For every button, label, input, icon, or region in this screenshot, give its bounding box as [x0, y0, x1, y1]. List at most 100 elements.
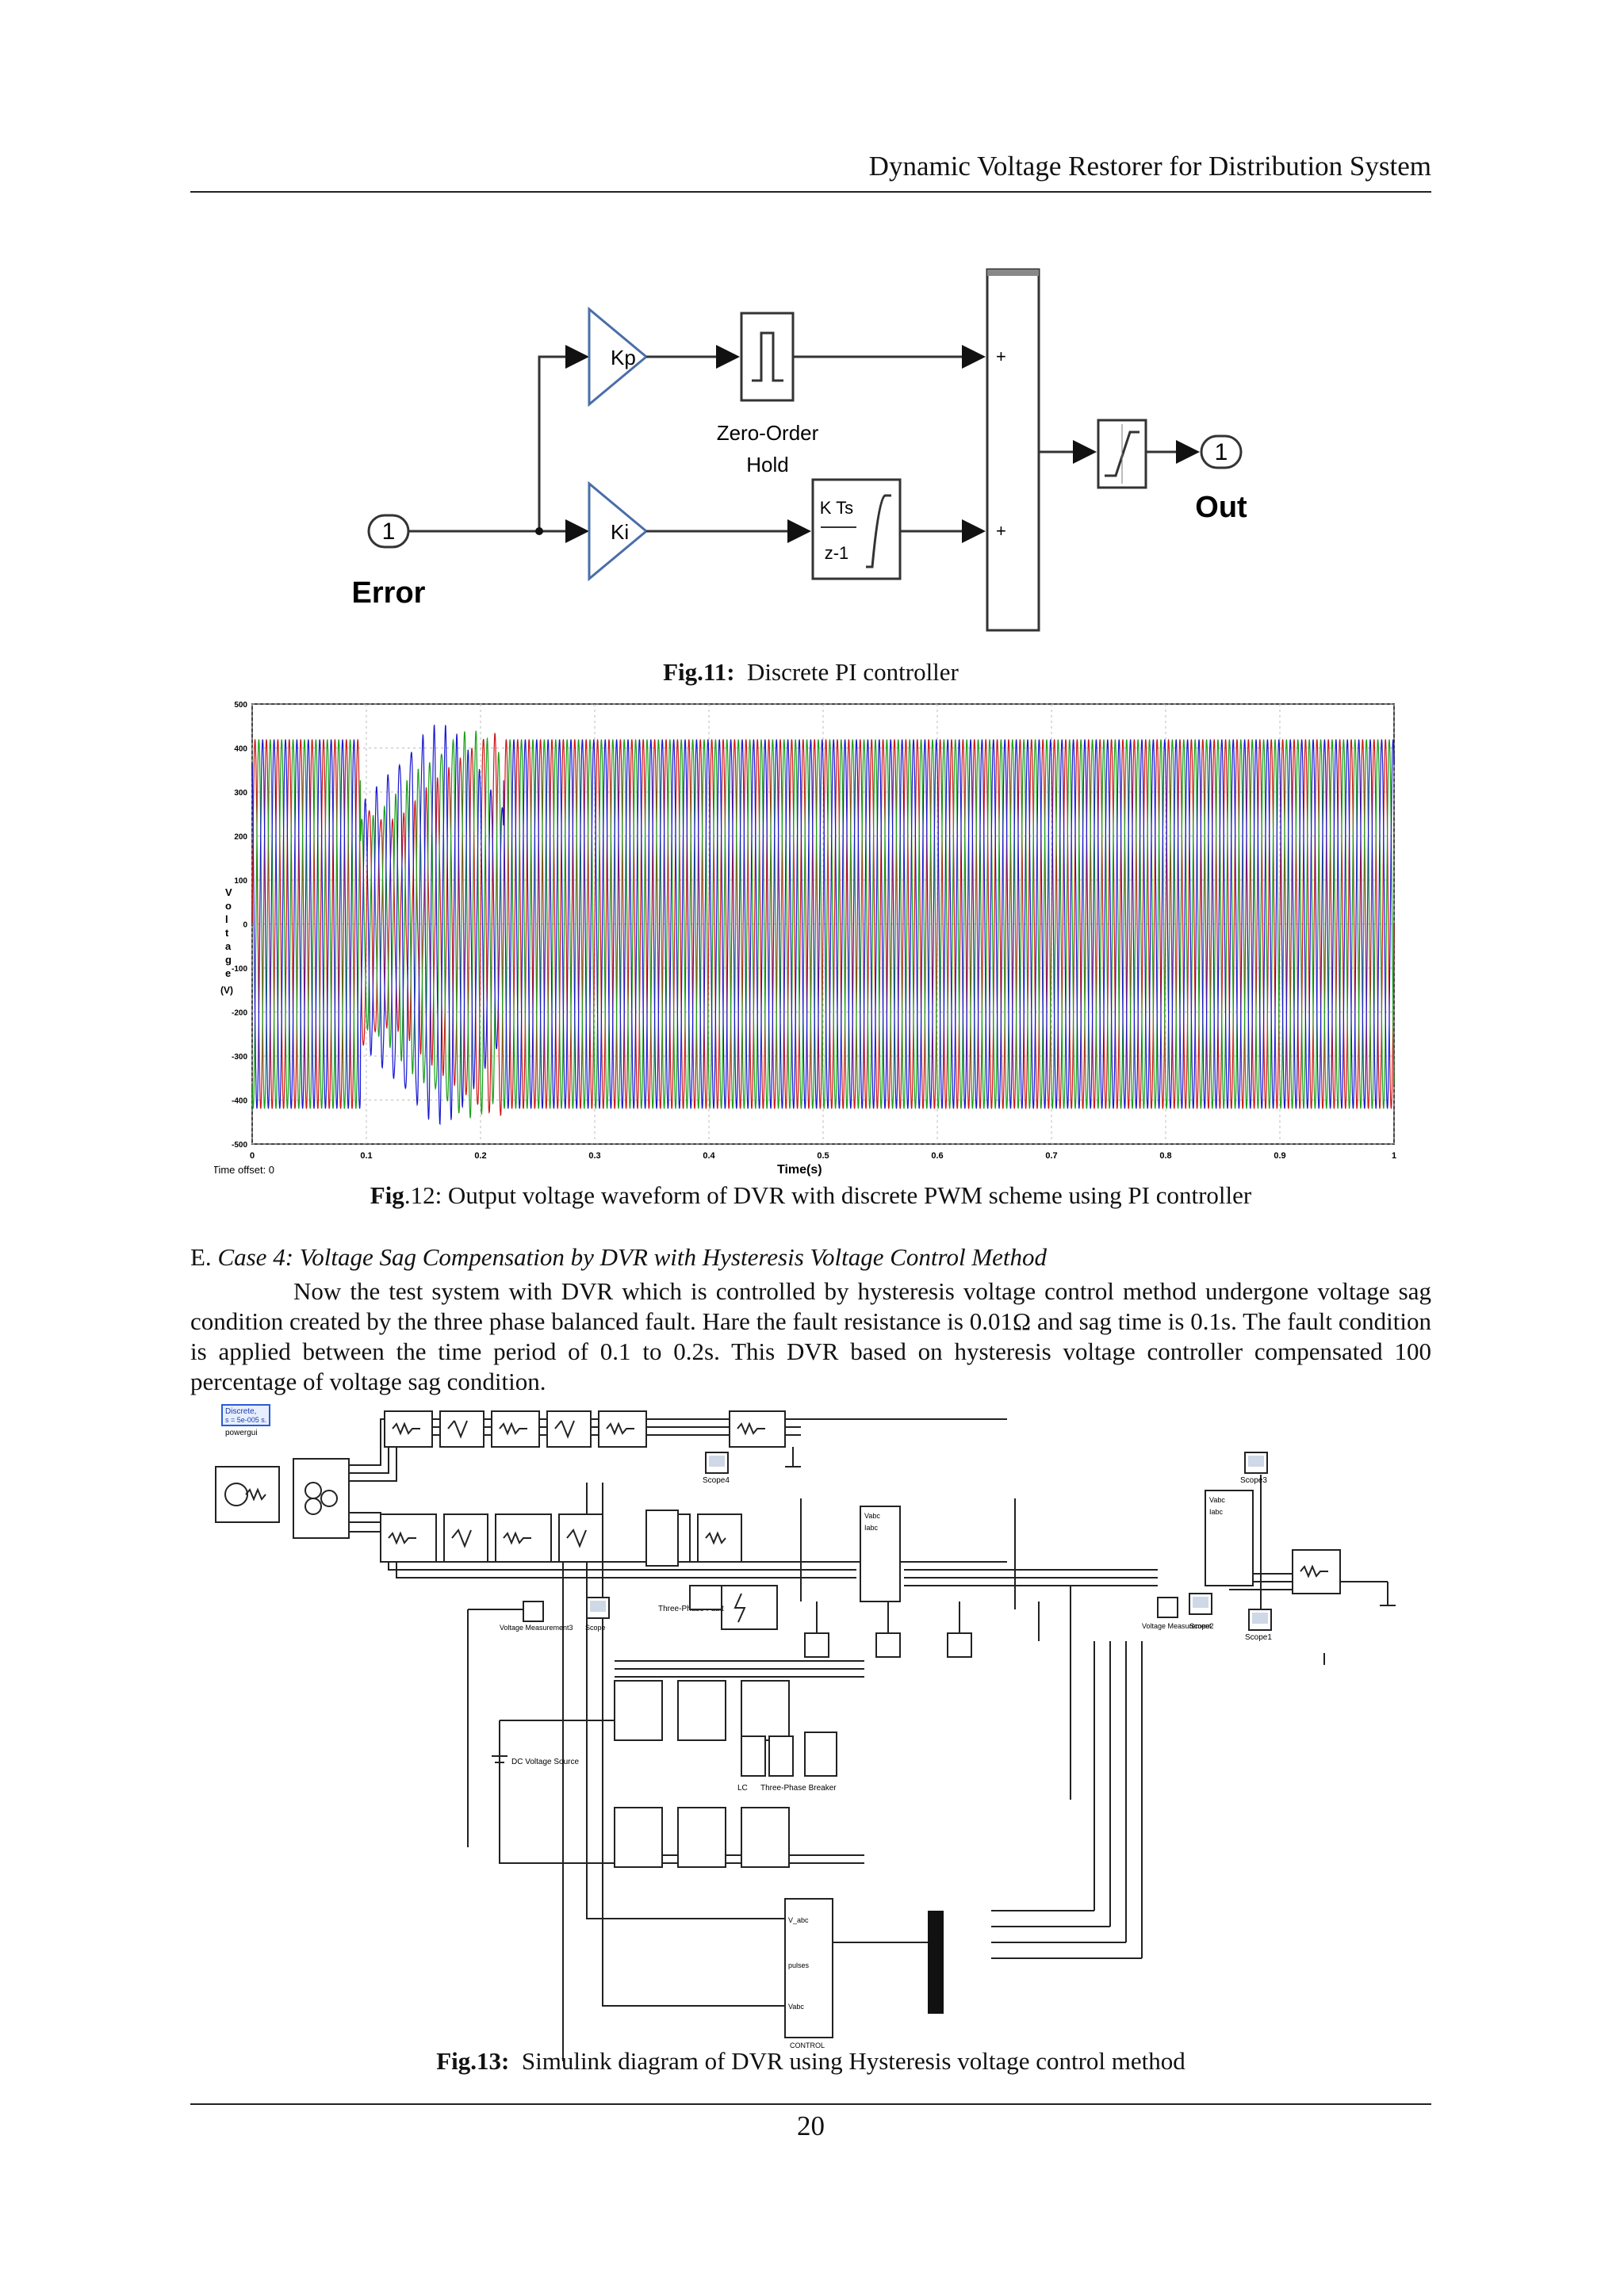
y-tick-label: -500 [232, 1141, 247, 1150]
error-inport: 1 [367, 514, 410, 549]
scope-block: Scope [585, 1597, 610, 1632]
svg-text:Iabc: Iabc [864, 1524, 879, 1532]
error-label: Error [352, 576, 426, 610]
voltage-measurement-block: Voltage Measurement [1142, 1597, 1212, 1630]
svg-text:+: + [996, 346, 1006, 366]
running-header: Dynamic Voltage Restorer for Distributio… [868, 151, 1431, 182]
svg-text:e: e [225, 967, 231, 979]
mux-bar [928, 1911, 944, 2014]
svg-text:Voltage Measurement3: Voltage Measurement3 [500, 1624, 573, 1632]
svg-text:s = 5e-005 s.: s = 5e-005 s. [225, 1416, 266, 1424]
y-tick-label: -300 [232, 1053, 247, 1062]
svg-text:1: 1 [1215, 439, 1228, 465]
svg-text:Iabc: Iabc [1209, 1508, 1224, 1516]
out-outport: 1 [1200, 434, 1243, 469]
three-phase-breaker-block: Three-Phase Breaker [760, 1732, 837, 1793]
fig13-caption: Fig.13: Simulink diagram of DVR using Hy… [436, 2047, 1185, 2075]
line-impedance-lower [380, 1513, 742, 1563]
svg-text:t: t [225, 927, 229, 939]
three-phase-fault-block: Three-Phase Fault [658, 1585, 778, 1630]
vi-measurement-right: Vabc Iabc [1205, 1490, 1254, 1586]
x-tick-label: 0.3 [588, 1151, 600, 1161]
y-tick-label: 300 [234, 789, 247, 798]
scope3-block: Scope3 [1240, 1452, 1268, 1485]
voltage-measurement3-block: Voltage Measurement3 [500, 1601, 573, 1632]
svg-text:Scope3: Scope3 [1240, 1476, 1267, 1485]
kp-gain: Kp [588, 306, 649, 408]
vi-measurement-left: Vabc Iabc [645, 1506, 901, 1602]
scope2-block: Scope2 [1189, 1593, 1214, 1630]
svg-text:g: g [225, 954, 232, 966]
phase-c-trace [251, 725, 1395, 1126]
x-tick-label: 0.7 [1045, 1151, 1057, 1161]
svg-text:l: l [225, 913, 228, 925]
ki-gain: Ki [588, 480, 649, 582]
zoh-label-2: Hold [746, 453, 788, 476]
x-axis-label: Time(s) [777, 1163, 822, 1177]
zero-order-hold-block [740, 312, 795, 402]
svg-text:LC: LC [737, 1784, 748, 1793]
y-tick-label: -100 [232, 965, 247, 974]
scope1-block: Scope1 [1245, 1609, 1272, 1642]
scope4-block: Scope4 [703, 1452, 730, 1485]
x-tick-label: 0.5 [817, 1151, 829, 1161]
svg-text:o: o [225, 900, 232, 912]
saturation-block [1097, 419, 1147, 489]
svg-text:1: 1 [382, 519, 396, 545]
svg-text:Vabc: Vabc [788, 2003, 804, 2011]
load-block [1292, 1549, 1396, 1606]
svg-text:V: V [225, 886, 232, 898]
time-offset-label: Time offset: 0 [214, 1164, 274, 1176]
x-tick-label: 0.9 [1274, 1151, 1285, 1161]
fig12-chart: 0 0.1 0.2 0.3 0.4 0.5 0.6 0.7 0.8 0.9 1 500 400 300 20… [214, 701, 1396, 1177]
dc-voltage-source-block: DC Voltage Source [492, 1755, 579, 1766]
svg-text:CONTROL: CONTROL [790, 2042, 825, 2049]
svg-text:V_abc: V_abc [788, 1916, 809, 1924]
svg-text:Scope2: Scope2 [1189, 1622, 1214, 1630]
y-tick-label: 0 [243, 921, 247, 930]
y-tick-label: 400 [234, 745, 247, 754]
page-number: 20 [797, 2110, 825, 2141]
transformer-block [293, 1458, 350, 1539]
x-tick-label: 1 [1392, 1151, 1396, 1161]
svg-text:Voltage Measurement: Voltage Measurement [1142, 1622, 1212, 1630]
inverter-upper [614, 1680, 790, 1741]
footer-rule [190, 2103, 1431, 2105]
x-tick-label: 0.4 [703, 1151, 715, 1161]
fig11-diagram: 1 Error Kp Ki Zero-Order Hold K Ts z-1 +… [352, 268, 1247, 632]
y-axis-label: Voltage (V) [220, 886, 233, 996]
fig11-caption: Fig.11: Discrete PI controller [663, 658, 959, 686]
section-paragraph: Now the test system with DVR which is co… [190, 1277, 1431, 1395]
y-tick-label: 500 [234, 701, 247, 710]
svg-text:K Ts: K Ts [820, 498, 853, 518]
series-transformers [804, 1632, 972, 1658]
svg-text:(V): (V) [220, 985, 233, 996]
inverter-lower [614, 1807, 790, 1868]
line-impedance-upper [384, 1410, 801, 1468]
phase-b-trace [251, 730, 1395, 1119]
svg-text:+: + [996, 521, 1006, 541]
svg-text:z-1: z-1 [825, 543, 849, 563]
y-tick-label: -400 [232, 1097, 247, 1106]
fig12-caption: Fig.12: Output voltage waveform of DVR w… [370, 1181, 1252, 1209]
svg-text:powergui: powergui [225, 1429, 258, 1437]
svg-text:a: a [225, 940, 232, 952]
x-tick-label: 0.2 [474, 1151, 486, 1161]
y-tick-label: -200 [232, 1009, 247, 1018]
svg-text:pulses: pulses [788, 1961, 810, 1969]
sum-block: + + [986, 268, 1040, 632]
svg-text:Vabc: Vabc [864, 1512, 880, 1520]
x-tick-label: 0.1 [360, 1151, 372, 1161]
svg-text:Discrete,: Discrete, [225, 1407, 256, 1416]
control-subsystem-block: V_abc pulses Vabc CONTROL [784, 1898, 833, 2049]
svg-text:Vabc: Vabc [1209, 1496, 1225, 1504]
x-tick-label: 0.6 [931, 1151, 943, 1161]
lc-filter-block: LC [737, 1735, 794, 1793]
y-tick-label: 200 [234, 833, 247, 842]
svg-text:DC Voltage Source: DC Voltage Source [511, 1758, 579, 1766]
three-phase-source-block [215, 1466, 280, 1523]
zoh-label-1: Zero-Order [717, 421, 819, 445]
fig13-diagram: Discrete, s = 5e-005 s. powergui Sc [215, 1404, 1396, 2061]
x-tick-label: 0.8 [1159, 1151, 1171, 1161]
powergui-block: Discrete, s = 5e-005 s. powergui [221, 1404, 270, 1437]
